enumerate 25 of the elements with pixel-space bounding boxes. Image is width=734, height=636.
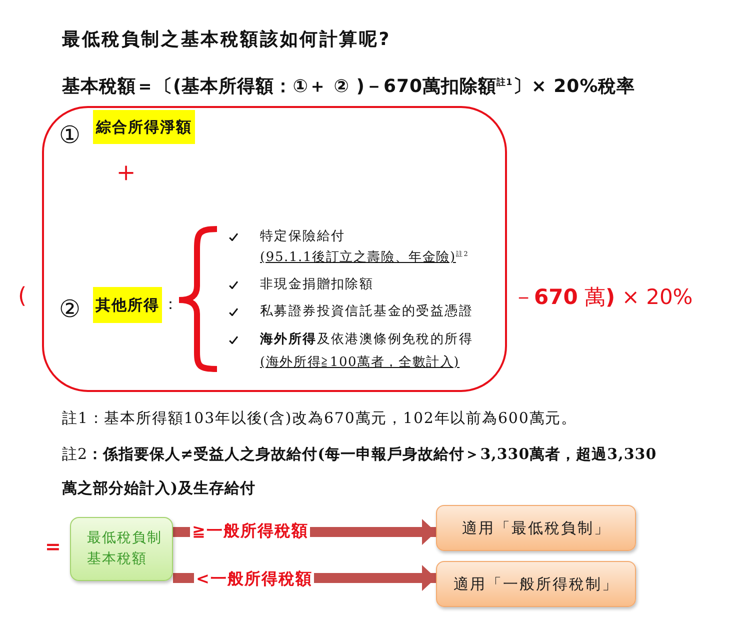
formula-text: 基本稅額＝〔(基本所得額：①＋ ② )－670萬扣除額$^{註1}$〕× 20%稅率	[62, 76, 636, 98]
circled-number: ②	[59, 294, 81, 324]
formula-fragment: －670 萬) × 20%	[513, 285, 693, 310]
list-item-text: 海外所得及依港澳條例免稅的所得	[260, 332, 474, 348]
list-item-note: (海外所得≧100萬者，全數計入)	[260, 355, 460, 372]
rounded-frame	[42, 106, 507, 392]
colon-mark: ：	[163, 295, 178, 314]
list-item-note: (95.1.1後訂立之壽險、年金險)$^{註2}$	[260, 250, 469, 266]
equals-sign: =	[45, 536, 61, 559]
list-item-text: 私募證券投資信託基金的受益憑證	[260, 304, 473, 320]
edge-label: <一般所得稅額	[194, 569, 314, 589]
highlighted-term: 綜合所得淨額	[93, 110, 195, 144]
outcome-box: 適用「一般所得稅制」	[436, 561, 636, 607]
list-item-text: 非現金捐贈扣除額	[260, 277, 374, 294]
result-box: 最低稅負制基本稅額	[70, 517, 173, 581]
list-item-text: 特定保險給付	[260, 229, 346, 246]
edge-label: ≧一般所得稅額	[190, 521, 310, 541]
highlighted-term: 其他所得	[93, 287, 162, 323]
parenthesis: (	[18, 284, 27, 310]
footnote: 註1：基本所得額103年以後(含)改為670萬元，102年以前為600萬元。	[62, 409, 577, 427]
title: 最低稅負制之基本稅額該如何計算呢?	[62, 29, 392, 51]
circled-number: ①	[59, 120, 81, 150]
footnote: 註2：係指要保人≠受益人之身故給付(每一申報戶身故給付＞3,330萬者，超過3,330萬之部分始計入)及生存給付	[62, 444, 658, 499]
outcome-box: 適用「最低稅負制」	[436, 505, 636, 551]
plus-sign: ＋	[112, 154, 140, 189]
